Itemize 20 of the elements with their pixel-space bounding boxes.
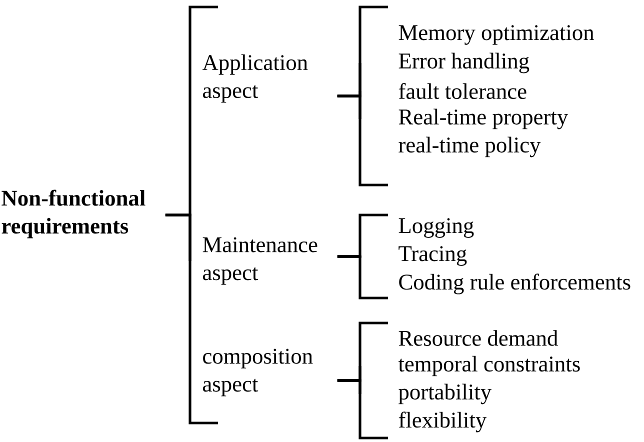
root-label: Non-functional requirements	[2, 190, 146, 238]
list-item: flexibility	[398, 412, 487, 432]
list-item: temporal constraints	[398, 356, 580, 376]
category-label: Maintenance aspect	[202, 237, 318, 285]
category-label: Application aspect	[202, 54, 308, 103]
list-item: Error handling	[398, 52, 530, 74]
list-item: fault tolerance	[398, 83, 526, 99]
bracket	[337, 255, 388, 300]
list-item: Resource demand	[398, 330, 558, 346]
list-item: Memory optimization	[398, 25, 594, 45]
list-item: Tracing	[398, 246, 467, 266]
category-label: composition aspect	[203, 348, 313, 396]
list-item: real-time policy	[398, 136, 541, 158]
bracket	[337, 379, 388, 440]
bracket	[165, 214, 218, 424]
list-item: Coding rule enforcements	[399, 274, 630, 294]
list-item: Logging	[398, 218, 474, 238]
bracket	[337, 94, 388, 186]
list-item: Real-time property	[398, 108, 568, 130]
list-item: portability	[398, 384, 492, 404]
